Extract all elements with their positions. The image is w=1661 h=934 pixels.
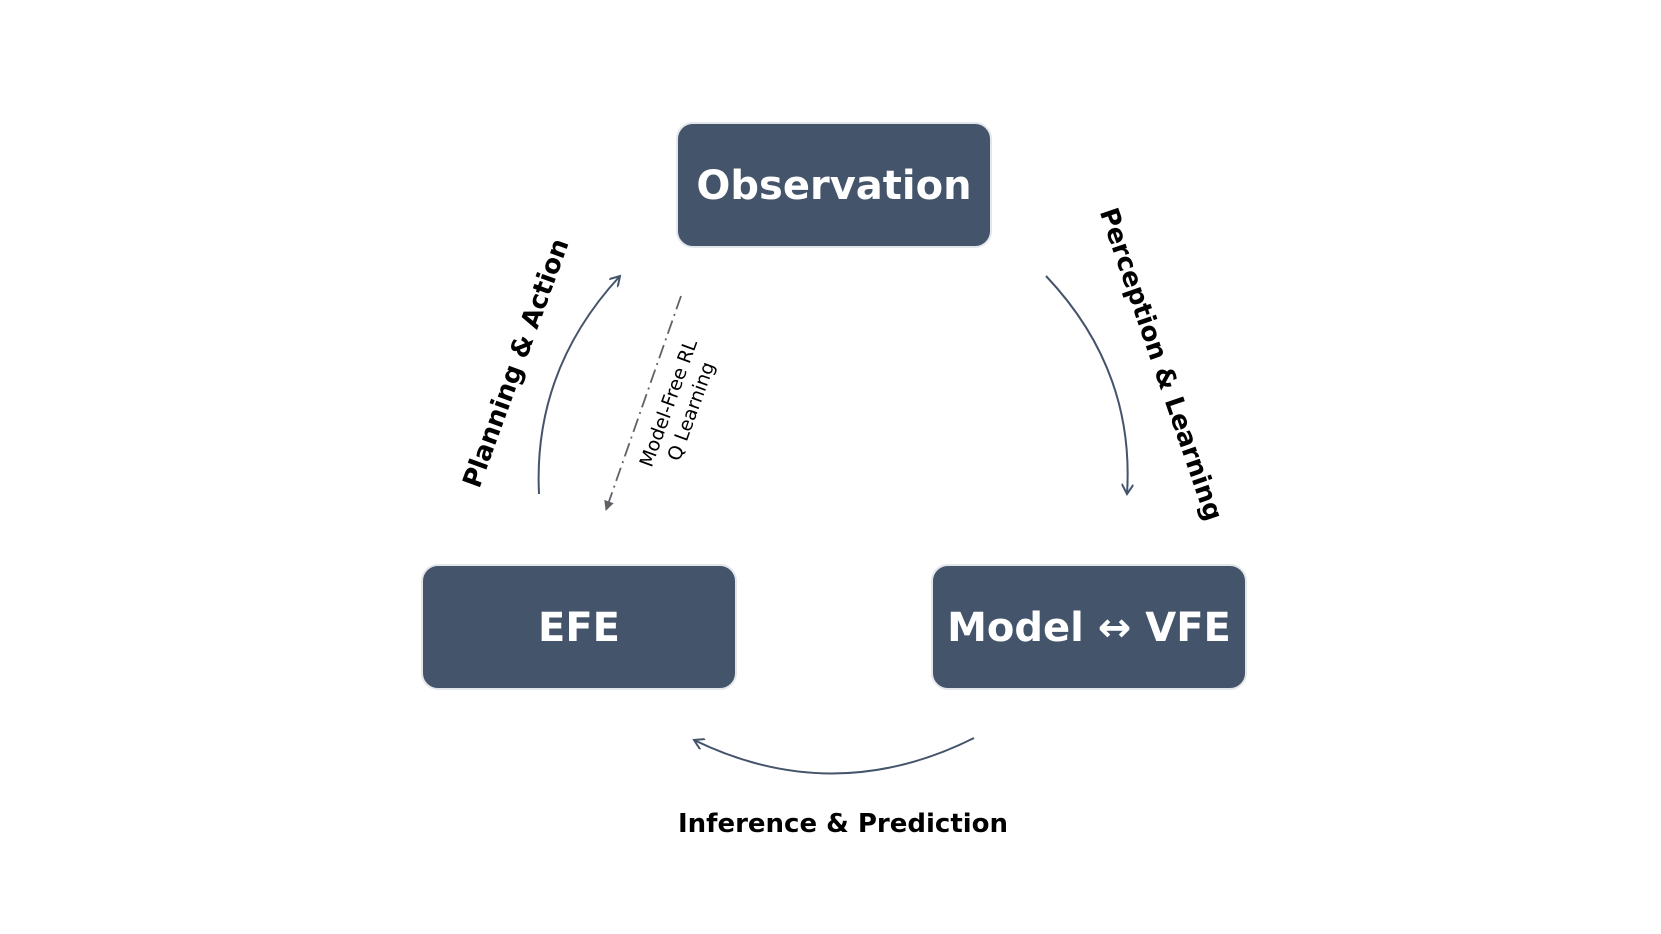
inference-prediction-arrow	[694, 737, 975, 775]
observation-node-box	[676, 122, 992, 248]
model-free-rl-arrow	[604, 295, 682, 511]
inference-prediction-label: Inference & Prediction	[678, 809, 1008, 839]
planning-action-label: Planning & Action	[457, 235, 575, 492]
efe-node-box	[421, 564, 737, 690]
efe-node: EFE	[421, 564, 737, 690]
observation-node: Observation	[676, 122, 992, 248]
perception-learning-arrow	[1045, 275, 1128, 494]
perception-learning-label: Perception & Learning	[1093, 204, 1228, 525]
model-free-rl-label: Model-Free RL Q Learning	[636, 336, 720, 470]
observation-node-label: Observation	[696, 163, 971, 209]
model-vfe-node-box	[931, 564, 1247, 690]
model-vfe-node-label: Model ↔ VFE	[947, 605, 1231, 651]
efe-node-label: EFE	[538, 605, 620, 651]
planning-action-arrow	[537, 276, 620, 495]
model-vfe-node: Model ↔ VFE	[931, 564, 1247, 690]
